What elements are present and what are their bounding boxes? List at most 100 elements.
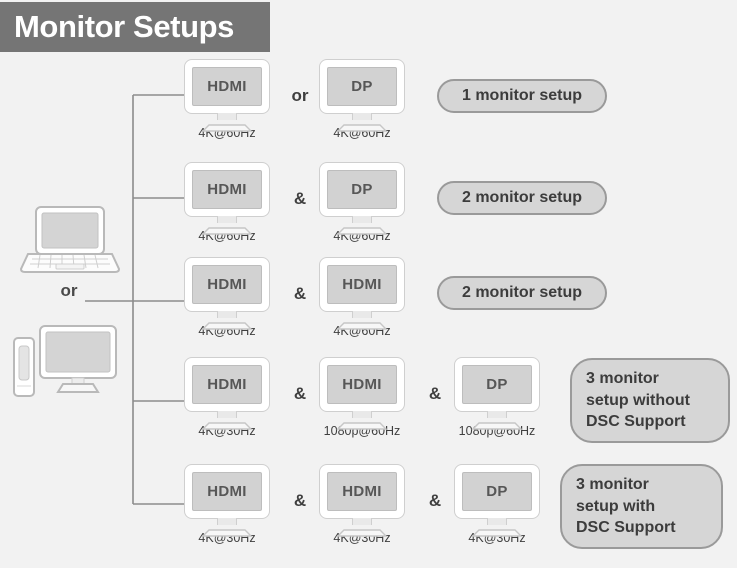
monitor-stand-base [201, 417, 253, 430]
monitor-port-label: HDMI [342, 483, 382, 500]
monitor-icon: DP [320, 60, 404, 132]
setup-badge-line: setup without [586, 391, 690, 409]
monitor-port-label: DP [486, 483, 508, 500]
operator-label: & [293, 284, 307, 303]
desktop-computer-icon [10, 318, 122, 402]
setup-badge-line: setup with [576, 497, 656, 515]
monitor-screen: HDMI [192, 365, 262, 404]
monitor-icon: DP [455, 358, 539, 430]
monitor-frame: HDMI [320, 258, 404, 311]
monitor-screen: HDMI [192, 67, 262, 106]
monitor-icon: DP [455, 465, 539, 537]
monitor-stand-base [201, 317, 253, 330]
monitor-stand-neck [487, 518, 507, 525]
monitor-port-label: DP [351, 78, 373, 95]
setup-badge-line: 3 monitor [576, 476, 649, 493]
monitor-frame: HDMI [185, 465, 269, 518]
monitor-stand-neck [217, 311, 237, 318]
monitor-icon: HDMI [185, 258, 269, 330]
monitor-port-label: HDMI [207, 276, 247, 293]
operator-label: & [428, 491, 442, 510]
monitor-frame: HDMI [320, 465, 404, 518]
monitor-port-label: DP [351, 181, 373, 198]
operator-label: & [293, 384, 307, 403]
monitor-stand-neck [487, 411, 507, 418]
monitor-frame: HDMI [185, 163, 269, 216]
monitor-port-label: DP [486, 376, 508, 393]
monitor-stand-base [201, 222, 253, 235]
monitor-stand-neck [352, 216, 372, 223]
monitor-stand-neck [352, 411, 372, 418]
monitor-stand-neck [352, 113, 372, 120]
monitor-stand-neck [217, 411, 237, 418]
monitor-icon: HDMI [185, 465, 269, 537]
monitor-stand-base [336, 417, 388, 430]
monitor-screen: DP [462, 365, 532, 404]
setup-badge: 1 monitor setup [437, 79, 607, 113]
monitor-frame: HDMI [185, 60, 269, 113]
source-or-label: or [60, 281, 78, 300]
monitor-screen: HDMI [327, 265, 397, 304]
monitor-screen: DP [327, 170, 397, 209]
setup-badge: 2 monitor setup [437, 181, 607, 215]
monitor-screen: HDMI [327, 472, 397, 511]
monitor-frame: HDMI [185, 258, 269, 311]
monitor-frame: DP [320, 163, 404, 216]
monitor-stand-neck [217, 113, 237, 120]
monitor-frame: DP [455, 358, 539, 411]
monitor-stand-neck [217, 518, 237, 525]
connector-tree [85, 60, 195, 520]
monitor-port-label: HDMI [342, 276, 382, 293]
monitor-screen: DP [462, 472, 532, 511]
monitor-port-label: HDMI [207, 78, 247, 95]
monitor-icon: HDMI [185, 60, 269, 132]
title-bar: Monitor Setups [0, 2, 270, 52]
monitor-icon: HDMI [320, 358, 404, 430]
operator-label: or [291, 86, 309, 105]
monitor-screen: DP [327, 67, 397, 106]
monitor-stand-base [336, 524, 388, 537]
monitor-port-label: HDMI [342, 376, 382, 393]
monitor-stand-neck [217, 216, 237, 223]
monitor-icon: HDMI [320, 465, 404, 537]
page-title: Monitor Setups [14, 9, 234, 44]
monitor-stand-base [336, 222, 388, 235]
monitor-stand-neck [352, 518, 372, 525]
monitor-frame: HDMI [320, 358, 404, 411]
monitor-screen: HDMI [192, 265, 262, 304]
operator-label: & [428, 384, 442, 403]
monitor-port-label: HDMI [207, 483, 247, 500]
laptop-icon [18, 204, 122, 276]
monitor-frame: DP [455, 465, 539, 518]
setup-badge-line: DSC Support [586, 413, 686, 431]
operator-label: & [293, 491, 307, 510]
monitor-port-label: HDMI [207, 181, 247, 198]
monitor-icon: HDMI [185, 358, 269, 430]
monitor-frame: DP [320, 60, 404, 113]
setup-badge: 2 monitor setup [437, 276, 607, 310]
monitor-stand-base [336, 119, 388, 132]
monitor-stand-base [201, 524, 253, 537]
monitor-frame: HDMI [185, 358, 269, 411]
monitor-screen: HDMI [192, 170, 262, 209]
operator-label: & [293, 189, 307, 208]
monitor-stand-neck [352, 311, 372, 318]
monitor-icon: DP [320, 163, 404, 235]
setup-badge-line: 3 monitor [586, 370, 659, 387]
